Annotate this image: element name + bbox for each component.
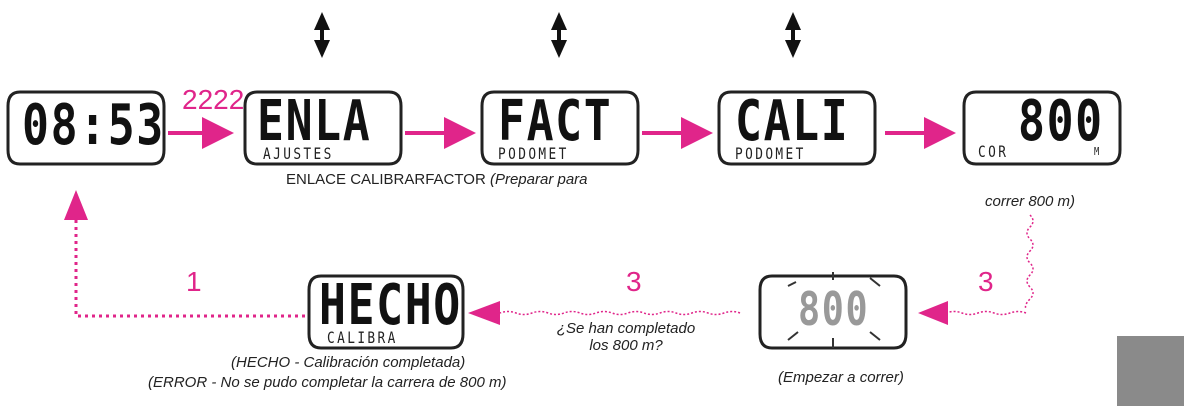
- watch-main-text: 08:53: [22, 93, 165, 158]
- left-arrow-icon: [468, 301, 500, 325]
- watch-fact: FACT PODOMET: [480, 88, 640, 168]
- watch-hecho: HECHO CALIBRA: [307, 272, 465, 352]
- watch-main-text: FACT: [498, 89, 613, 154]
- caption-enlace: ENLACE CALIBRARFACTOR (Preparar para: [286, 171, 588, 188]
- caption-enlace-normal: ENLACE CALIBRARFACTOR: [286, 171, 490, 188]
- watch-time: 08:53: [6, 88, 166, 168]
- step-label-2: 2222: [182, 84, 245, 115]
- caption-empezar: (Empezar a correr): [778, 369, 904, 386]
- watch-enla: ENLA AJUSTES: [243, 88, 403, 168]
- watch-main-text: CALI: [735, 89, 850, 154]
- watch-main-text: HECHO: [319, 273, 462, 338]
- watch-unit-text: M: [1094, 145, 1102, 158]
- caption-completado: ¿Se han completado los 800 m?: [536, 320, 716, 355]
- up-down-arrow-icon: [785, 12, 801, 58]
- page-corner-box: [1117, 336, 1184, 406]
- watch-running: 800: [758, 272, 908, 352]
- caption-enlace-italic: (Preparar para: [489, 171, 588, 188]
- wavy-path: [1024, 214, 1034, 310]
- up-arrow-icon: [64, 190, 88, 220]
- caption-completado-line2: los 800 m?: [589, 337, 663, 355]
- caption-error: (ERROR - No se pudo completar la carrera…: [148, 374, 507, 391]
- watch-main-text: 800: [1018, 89, 1104, 154]
- caption-correr: correr 800 m): [985, 193, 1076, 210]
- dotted-return-path: [74, 218, 305, 318]
- watch-sub-text: AJUSTES: [263, 144, 334, 163]
- watch-sub-text: PODOMET: [498, 144, 569, 163]
- watch-sub-text: PODOMET: [735, 144, 806, 163]
- up-down-arrow-icon: [551, 12, 567, 58]
- left-arrow-icon: [945, 310, 1027, 316]
- watch-main-text: 800: [798, 282, 870, 336]
- caption-completado-line1: ¿Se han completado: [556, 320, 696, 337]
- watch-sub-text: COR: [978, 142, 1009, 161]
- step-label-3-right: 3: [978, 266, 994, 297]
- step-label-1: 1: [186, 266, 202, 297]
- watch-cor-800: 800 COR M: [962, 88, 1122, 168]
- watch-cali: CALI PODOMET: [717, 88, 877, 168]
- step-label-3-mid: 3: [626, 266, 642, 297]
- left-arrow-icon: [499, 310, 741, 316]
- watch-main-text: ENLA: [257, 89, 372, 154]
- caption-hecho: (HECHO - Calibración completada): [231, 354, 466, 371]
- left-arrow-icon: [918, 301, 948, 325]
- watch-sub-text: CALIBRA: [327, 328, 398, 347]
- up-down-arrow-icon: [314, 12, 330, 58]
